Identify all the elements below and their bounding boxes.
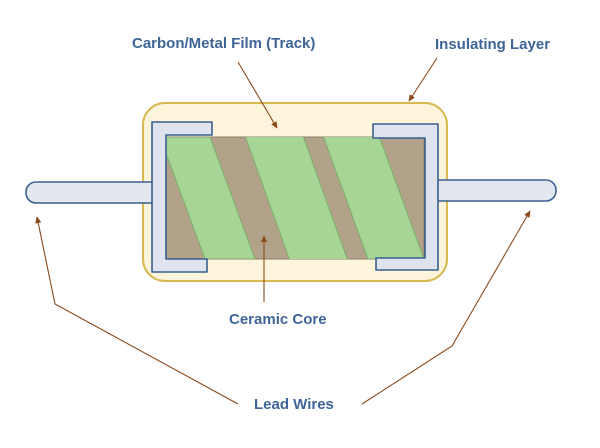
- insulating-layer-leader-line: [408, 57, 438, 102]
- ceramic-core-label: Ceramic Core: [229, 311, 327, 328]
- leader-lines: [35, 57, 531, 405]
- end-cap-left: [151, 121, 213, 273]
- film-track: [166, 137, 424, 259]
- lead-wires-label: Lead Wires: [254, 396, 334, 413]
- lead-wire-left: [25, 181, 173, 204]
- lead-wires-leader-right: [361, 210, 531, 405]
- film-track-band-1: [166, 137, 256, 259]
- lead-wires-leader-left: [35, 216, 239, 405]
- film-track-band-3: [322, 137, 424, 259]
- film-track-band-2: [244, 137, 348, 259]
- insulating-layer-label: Insulating Layer: [435, 36, 551, 53]
- track-leader-line: [237, 61, 278, 129]
- end-cap-right: [372, 123, 439, 271]
- track-label: Carbon/Metal Film (Track): [132, 35, 316, 52]
